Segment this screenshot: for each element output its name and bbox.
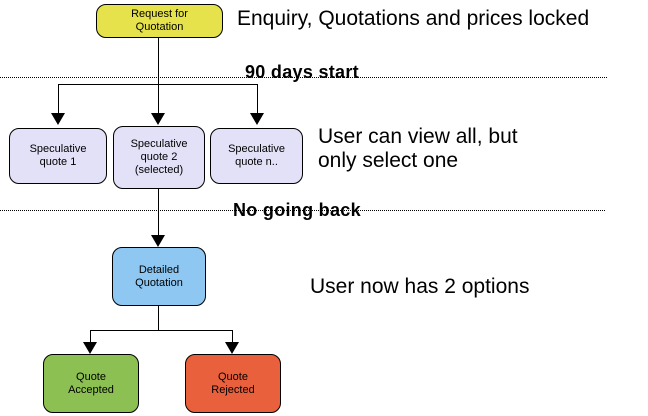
divider-line-no-going-back bbox=[0, 210, 605, 211]
arrowhead-to-spec2 bbox=[151, 113, 165, 125]
connector-spec2-down bbox=[158, 189, 159, 236]
connector-branch-bottom bbox=[90, 330, 233, 331]
connector-drop-spec1 bbox=[58, 84, 59, 113]
annotation-enquiry-prices-locked: Enquiry, Quotations and prices locked bbox=[237, 7, 590, 30]
node-speculative-quote-n-label: Speculative quote n.. bbox=[228, 143, 285, 168]
node-detailed-quotation: Detailed Quotation bbox=[112, 247, 206, 306]
annotation-user-2-options: User now has 2 options bbox=[310, 275, 530, 298]
node-request-for-quotation: Request for Quotation bbox=[96, 4, 223, 38]
node-quote-rejected-label: Quote Rejected bbox=[211, 370, 255, 396]
node-speculative-quote-1-label: Speculative quote 1 bbox=[29, 143, 87, 168]
connector-drop-accepted bbox=[90, 330, 91, 343]
connector-detailed-down bbox=[158, 306, 159, 331]
node-speculative-quote-n: Speculative quote n.. bbox=[210, 128, 303, 184]
node-speculative-quote-1: Speculative quote 1 bbox=[9, 128, 107, 184]
arrowhead-to-accepted bbox=[83, 342, 97, 354]
node-request-for-quotation-label: Request for Quotation bbox=[131, 8, 188, 33]
node-quote-rejected: Quote Rejected bbox=[185, 354, 281, 413]
connector-drop-specn bbox=[257, 84, 258, 113]
connector-request-down bbox=[158, 38, 159, 84]
annotation-90-days-start: 90 days start bbox=[245, 62, 359, 82]
node-speculative-quote-2-label: Speculative quote 2 (selected) bbox=[130, 138, 188, 176]
arrowhead-to-rejected bbox=[225, 342, 239, 354]
arrowhead-to-detailed bbox=[151, 235, 165, 247]
node-speculative-quote-2-selected: Speculative quote 2 (selected) bbox=[113, 126, 205, 189]
node-detailed-quotation-label: Detailed Quotation bbox=[135, 263, 183, 289]
arrowhead-to-spec1 bbox=[51, 113, 65, 125]
annotation-user-can-view-all: User can view all, but only select one bbox=[318, 125, 518, 172]
divider-line-90-days bbox=[0, 77, 607, 78]
arrowhead-to-specn bbox=[250, 113, 264, 125]
connector-drop-spec2 bbox=[158, 84, 159, 113]
node-quote-accepted-label: Quote Accepted bbox=[68, 370, 114, 396]
node-quote-accepted: Quote Accepted bbox=[43, 354, 139, 413]
connector-drop-rejected bbox=[232, 330, 233, 343]
